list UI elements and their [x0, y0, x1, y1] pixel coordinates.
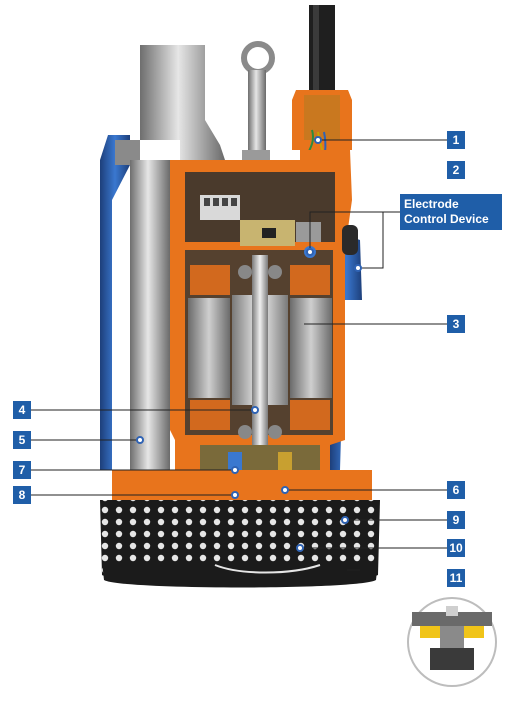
callout-8: 8 [13, 486, 31, 504]
callout-5: 5 [13, 431, 31, 449]
leader-dots [136, 136, 362, 552]
electrode-control-device-label: Electrode Control Device [400, 194, 502, 230]
callout-1: 1 [447, 131, 465, 149]
electrode-label-line1: Electrode [404, 197, 459, 211]
callout-10: 10 [447, 539, 465, 557]
strainer-base [100, 500, 380, 588]
callout-9: 9 [447, 511, 465, 529]
callout-6: 6 [447, 481, 465, 499]
discharge-outlet [115, 45, 225, 165]
callout-7: 7 [13, 461, 31, 479]
electrode-label-line2: Control Device [404, 212, 489, 226]
callout-2: 2 [447, 161, 465, 179]
callout-3: 3 [447, 315, 465, 333]
stator [188, 265, 332, 430]
lifting-handle [241, 41, 275, 165]
inset-magnifier [407, 597, 497, 687]
leader-lines [31, 139, 447, 571]
callout-4: 4 [13, 401, 31, 419]
callout-11: 11 [447, 569, 465, 587]
electrode-control-device [200, 195, 358, 258]
